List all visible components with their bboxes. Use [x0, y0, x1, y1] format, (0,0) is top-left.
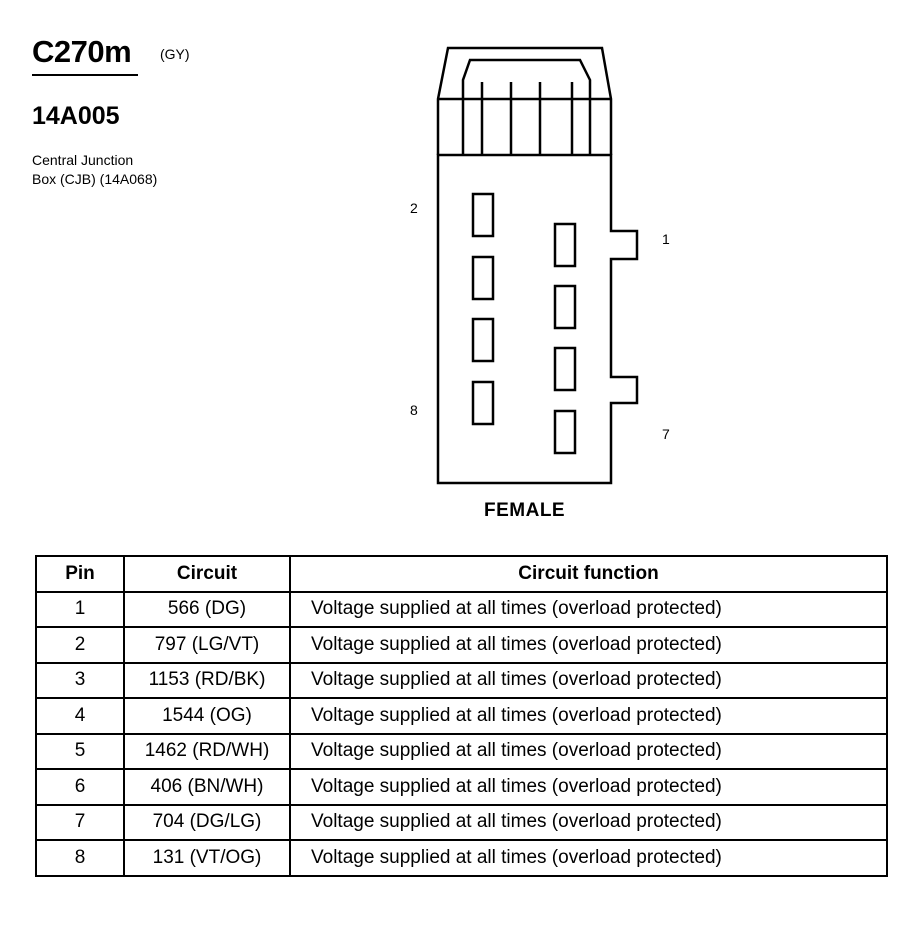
- table-row: 3 1153 (RD/BK) Voltage supplied at all t…: [35, 661, 888, 699]
- function-cell: Voltage supplied at all times (overload …: [289, 661, 888, 699]
- connector-id: C270m: [32, 34, 132, 69]
- title-underline: [32, 74, 138, 76]
- header-circuit-function: Circuit function: [289, 555, 888, 593]
- terminal-cavity-6: [471, 317, 495, 363]
- pin-label-7: 7: [662, 426, 670, 442]
- table-row: 8 131 (VT/OG) Voltage supplied at all ti…: [35, 839, 888, 877]
- color-code: (GY): [160, 46, 190, 62]
- table-row: 2 797 (LG/VT) Voltage supplied at all ti…: [35, 626, 888, 664]
- pin-cell: 1: [35, 590, 125, 628]
- connector-description: Central Junction Box (CJB) (14A068): [32, 151, 157, 189]
- pin-cell: 7: [35, 803, 125, 841]
- description-line-1: Central Junction: [32, 152, 134, 168]
- table-row: 5 1462 (RD/WH) Voltage supplied at all t…: [35, 732, 888, 770]
- latch-inner: [461, 58, 592, 155]
- table-row: 7 704 (DG/LG) Voltage supplied at all ti…: [35, 803, 888, 841]
- function-cell: Voltage supplied at all times (overload …: [289, 732, 888, 770]
- table-row: 4 1544 (OG) Voltage supplied at all time…: [35, 697, 888, 735]
- part-number: 14A005: [32, 102, 120, 130]
- function-cell: Voltage supplied at all times (overload …: [289, 590, 888, 628]
- pin-cell: 5: [35, 732, 125, 770]
- function-cell: Voltage supplied at all times (overload …: [289, 768, 888, 806]
- description-line-2: Box (CJB) (14A068): [32, 171, 158, 187]
- circuit-cell: 1462 (RD/WH): [123, 732, 291, 770]
- circuit-cell: 1153 (RD/BK): [123, 661, 291, 699]
- terminal-cavity-5: [553, 346, 577, 392]
- pin-cell: 8: [35, 839, 125, 877]
- connector-gender: FEMALE: [484, 500, 566, 521]
- table-header-row: Pin Circuit Circuit function: [35, 555, 888, 593]
- terminal-cavity-8: [471, 380, 495, 426]
- circuit-cell: 566 (DG): [123, 590, 291, 628]
- header-pin: Pin: [35, 555, 125, 593]
- pinout-table: Pin Circuit Circuit function 1 566 (DG) …: [35, 555, 888, 877]
- pin-label-2: 2: [410, 200, 418, 216]
- function-cell: Voltage supplied at all times (overload …: [289, 697, 888, 735]
- terminal-cavity-1: [553, 222, 577, 268]
- circuit-cell: 797 (LG/VT): [123, 626, 291, 664]
- terminal-cavity-2: [471, 192, 495, 238]
- function-cell: Voltage supplied at all times (overload …: [289, 839, 888, 877]
- pin-cell: 2: [35, 626, 125, 664]
- latch-outer: [436, 46, 613, 155]
- circuit-cell: 1544 (OG): [123, 697, 291, 735]
- pin-cell: 6: [35, 768, 125, 806]
- header-circuit: Circuit: [123, 555, 291, 593]
- circuit-cell: 704 (DG/LG): [123, 803, 291, 841]
- terminal-cavity-4: [471, 255, 495, 301]
- pin-label-8: 8: [410, 402, 418, 418]
- table-row: 6 406 (BN/WH) Voltage supplied at all ti…: [35, 768, 888, 806]
- terminal-cavity-7: [553, 409, 577, 455]
- pin-cell: 3: [35, 661, 125, 699]
- connector-face-diagram: [436, 46, 639, 485]
- function-cell: Voltage supplied at all times (overload …: [289, 626, 888, 664]
- terminal-cavity-3: [553, 284, 577, 330]
- circuit-cell: 406 (BN/WH): [123, 768, 291, 806]
- pin-label-1: 1: [662, 231, 670, 247]
- pin-cell: 4: [35, 697, 125, 735]
- table-row: 1 566 (DG) Voltage supplied at all times…: [35, 590, 888, 628]
- circuit-cell: 131 (VT/OG): [123, 839, 291, 877]
- connector-body: [436, 153, 639, 485]
- function-cell: Voltage supplied at all times (overload …: [289, 803, 888, 841]
